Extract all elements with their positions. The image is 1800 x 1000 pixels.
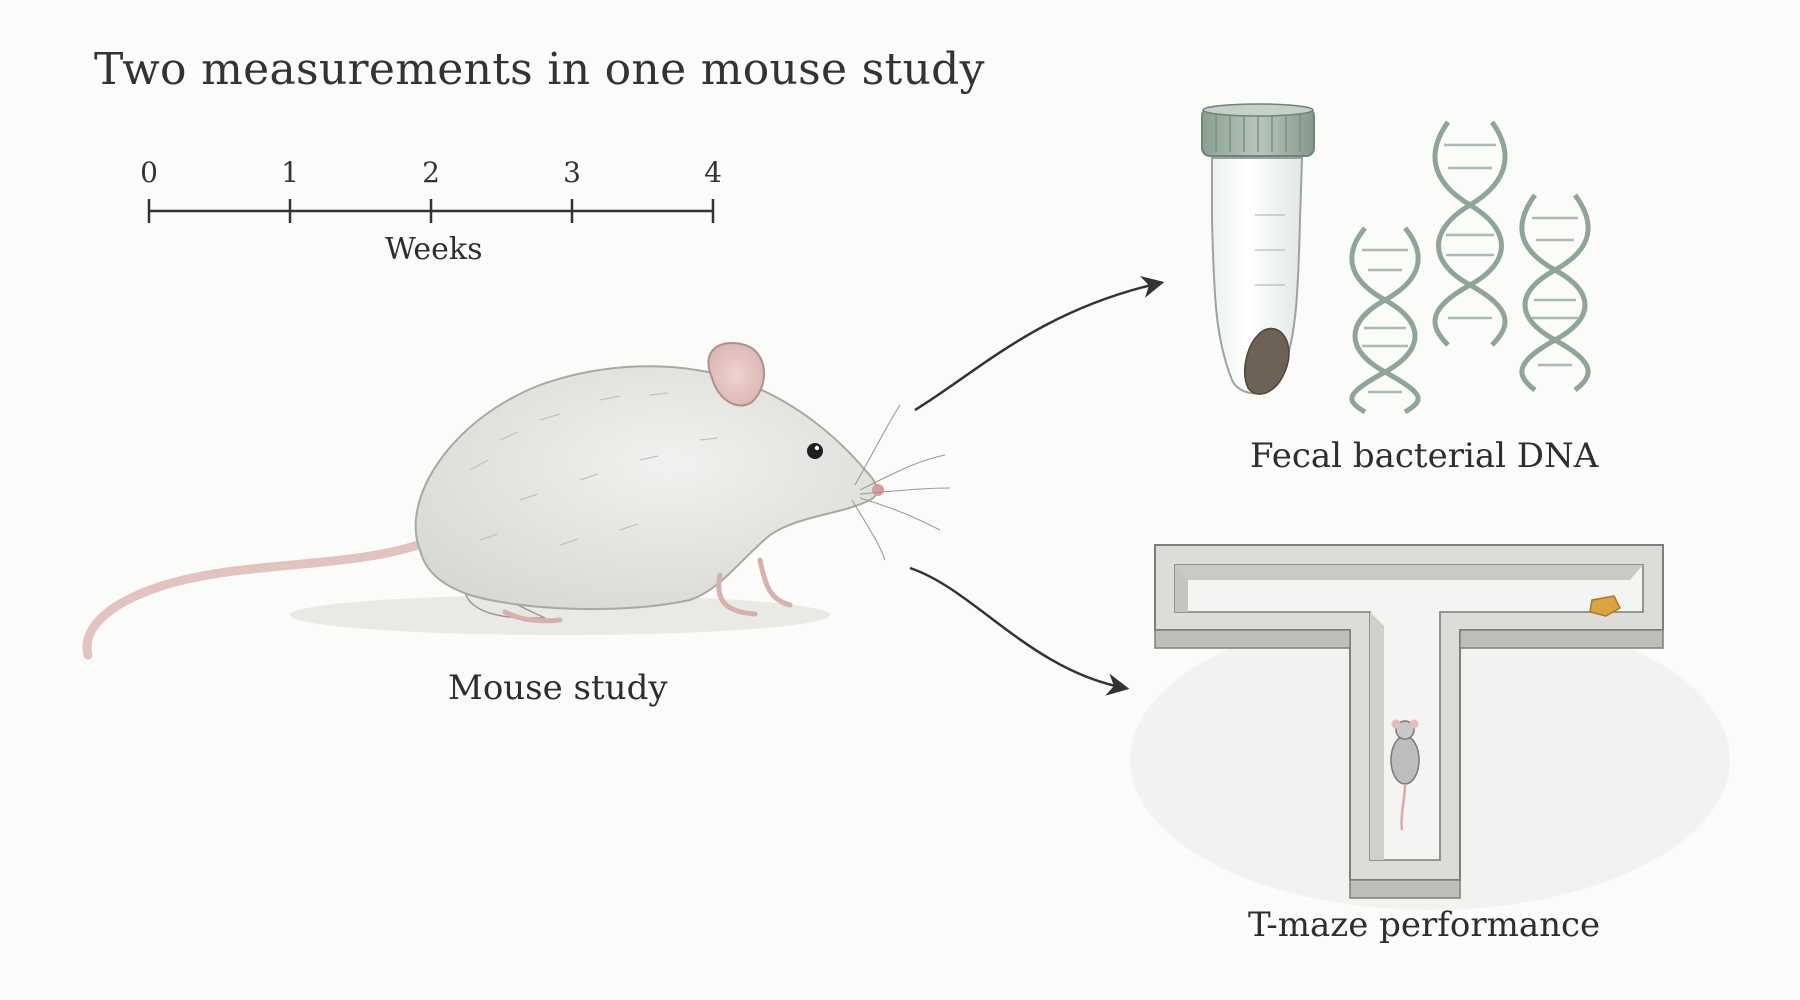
dna-helix-icon <box>1432 120 1508 347</box>
maze-mouse <box>1390 719 1420 831</box>
timeline-tick-label-1: 1 <box>281 156 299 189</box>
timeline-tick-label-4: 4 <box>704 156 722 189</box>
arrow-to-maze <box>909 566 1130 696</box>
fecal-pellet <box>1244 327 1290 395</box>
arrow-to-dna <box>914 275 1165 412</box>
mouse-eye <box>807 443 823 459</box>
mouse-tail <box>82 540 423 660</box>
mouse-study-label: Mouse study <box>448 668 668 708</box>
mouse-ear <box>707 342 765 407</box>
dna-helix-icon <box>1519 193 1591 392</box>
timeline-tick-label-2: 2 <box>422 156 440 189</box>
food-pellet <box>1589 595 1621 617</box>
timeline-tick-label-3: 3 <box>563 156 581 189</box>
timeline-tick-label-0: 0 <box>140 156 158 189</box>
fecal-dna-label: Fecal bacterial DNA <box>1250 436 1599 476</box>
diagram-title: Two measurements in one mouse study <box>94 44 985 95</box>
timeline-axis-label: Weeks <box>385 232 483 267</box>
t-maze-label: T-maze performance <box>1248 905 1601 945</box>
dna-helix-icon <box>1349 226 1421 415</box>
